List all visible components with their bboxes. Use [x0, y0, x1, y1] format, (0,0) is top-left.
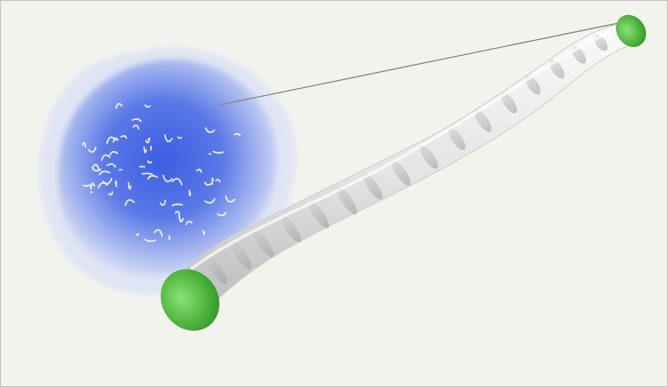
- chromatin-strand: [169, 236, 170, 239]
- chromatin-strand: [142, 173, 152, 174]
- chromatin-strand: [212, 178, 213, 184]
- chromatin-strand: [91, 192, 92, 193]
- chromatin-strand: [116, 181, 117, 186]
